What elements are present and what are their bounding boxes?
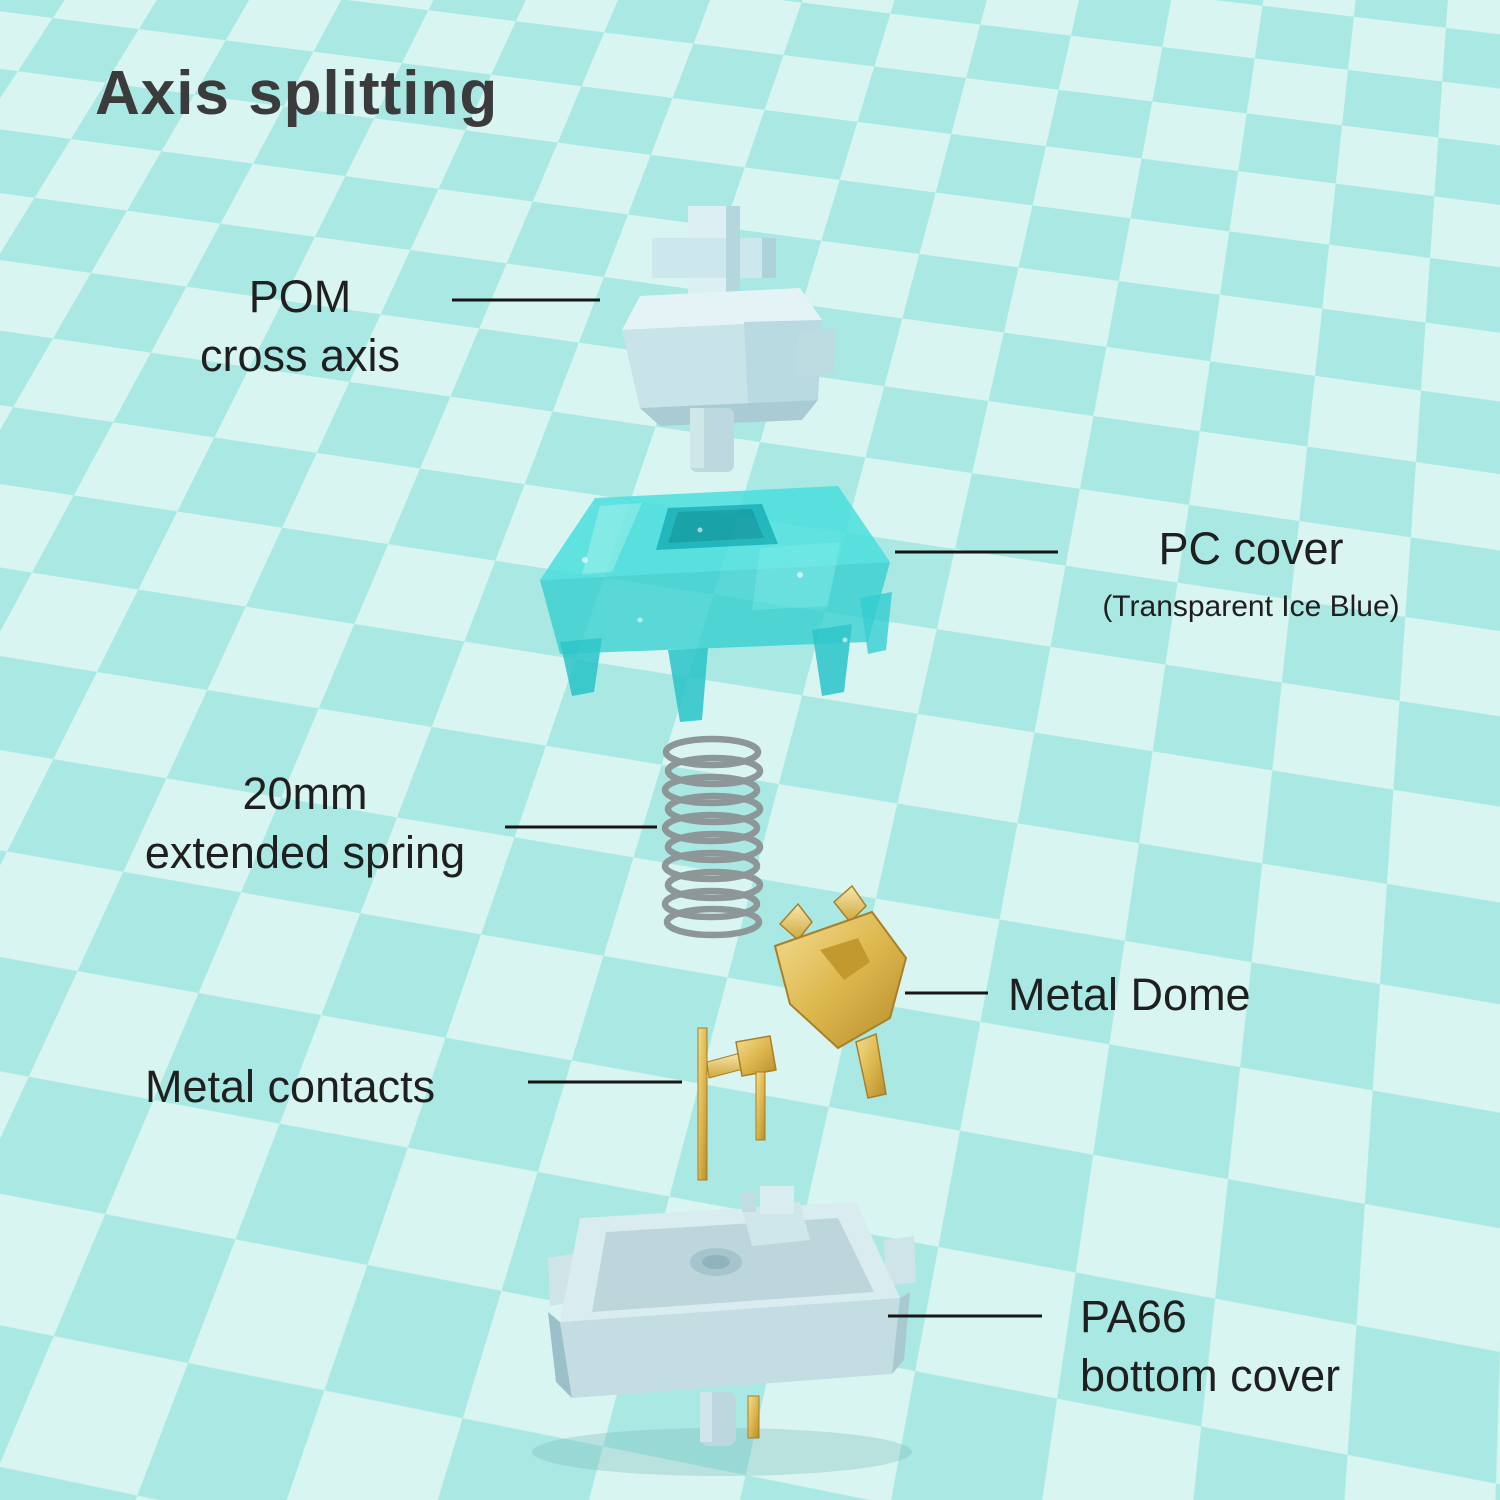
label-bottom-cover: PA66 bottom cover [1080, 1288, 1440, 1405]
metal-contacts-part [697, 1027, 777, 1181]
pom-cross-axis-part [622, 206, 836, 472]
label-pom-line2: cross axis [199, 329, 401, 381]
label-pc-cover-subtitle: (Transparent Ice Blue) [1102, 589, 1400, 623]
pa66-bottom-cover-part [548, 1186, 916, 1446]
metal-dome-part [773, 884, 908, 1099]
label-bottom-cover-line2: bottom cover [1080, 1349, 1341, 1401]
label-metal-contacts: Metal contacts [145, 1058, 545, 1117]
label-pom-line1: POM [248, 271, 352, 322]
label-pc-cover-title: PC cover [1158, 523, 1344, 574]
ground-shadow [532, 1428, 912, 1476]
label-bottom-cover-line1: PA66 [1080, 1291, 1187, 1342]
label-metal-dome-text: Metal Dome [1008, 969, 1251, 1020]
label-pc-cover: PC cover (Transparent Ice Blue) [1066, 520, 1436, 626]
pc-cover-part [540, 486, 892, 722]
label-metal-dome: Metal Dome [1008, 966, 1428, 1025]
label-spring-line1: 20mm [242, 768, 368, 819]
extended-spring-part [661, 735, 764, 939]
label-spring-line2: extended spring [144, 826, 466, 878]
label-spring: 20mm extended spring [110, 765, 500, 882]
label-metal-contacts-text: Metal contacts [145, 1061, 436, 1112]
label-pom-cross-axis: POM cross axis [150, 268, 450, 385]
page-title: Axis splitting [95, 59, 499, 128]
